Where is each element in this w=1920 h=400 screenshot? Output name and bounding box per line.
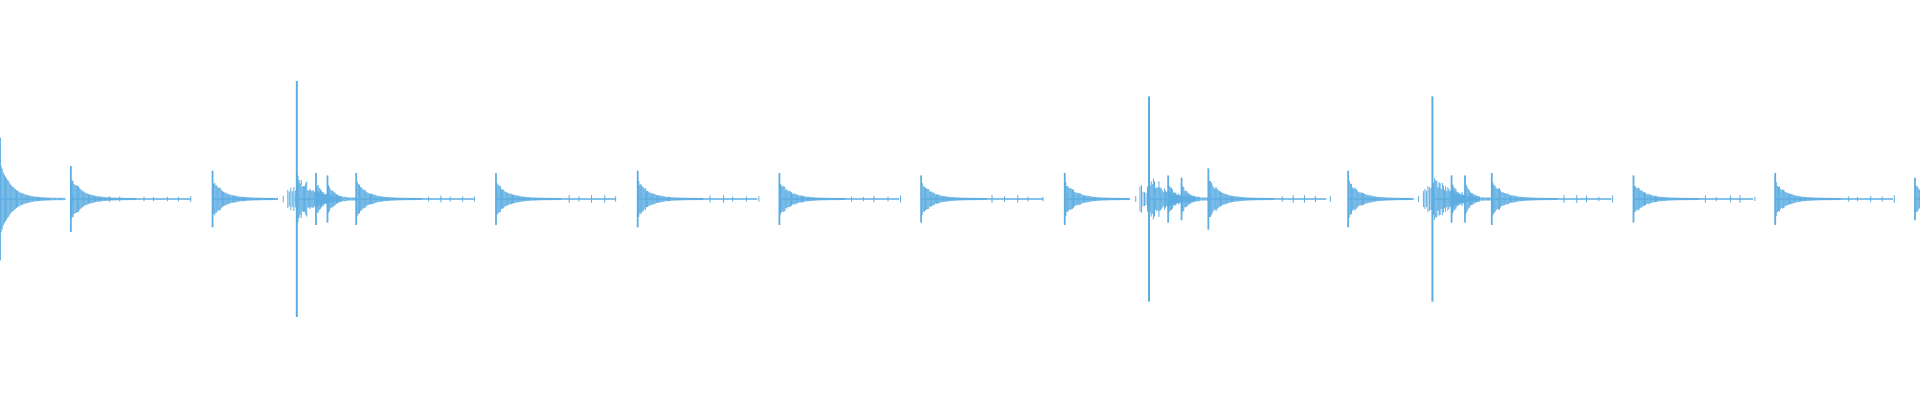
waveform-transient (0, 137, 121, 261)
waveform-transient (1180, 177, 1197, 221)
waveform-transient (1063, 173, 1187, 225)
waveform-transient (1490, 173, 1614, 225)
waveform-transient (778, 173, 902, 225)
waveform-transient (69, 165, 192, 233)
waveform-transient (211, 170, 334, 228)
waveform-transient (1632, 175, 1756, 223)
waveform-transient (920, 175, 1044, 223)
waveform-transient (326, 175, 343, 223)
waveform-transient (1914, 177, 1920, 221)
waveform-events (0, 81, 1920, 317)
waveform-transient (1167, 175, 1183, 223)
waveform-transient (355, 173, 475, 225)
waveform-transient (1207, 168, 1331, 230)
waveform-transient (495, 173, 617, 225)
waveform-transient (1464, 175, 1480, 223)
waveform-transient (636, 170, 760, 228)
waveform-transient (1347, 170, 1470, 228)
waveform-transient (1774, 173, 1895, 225)
